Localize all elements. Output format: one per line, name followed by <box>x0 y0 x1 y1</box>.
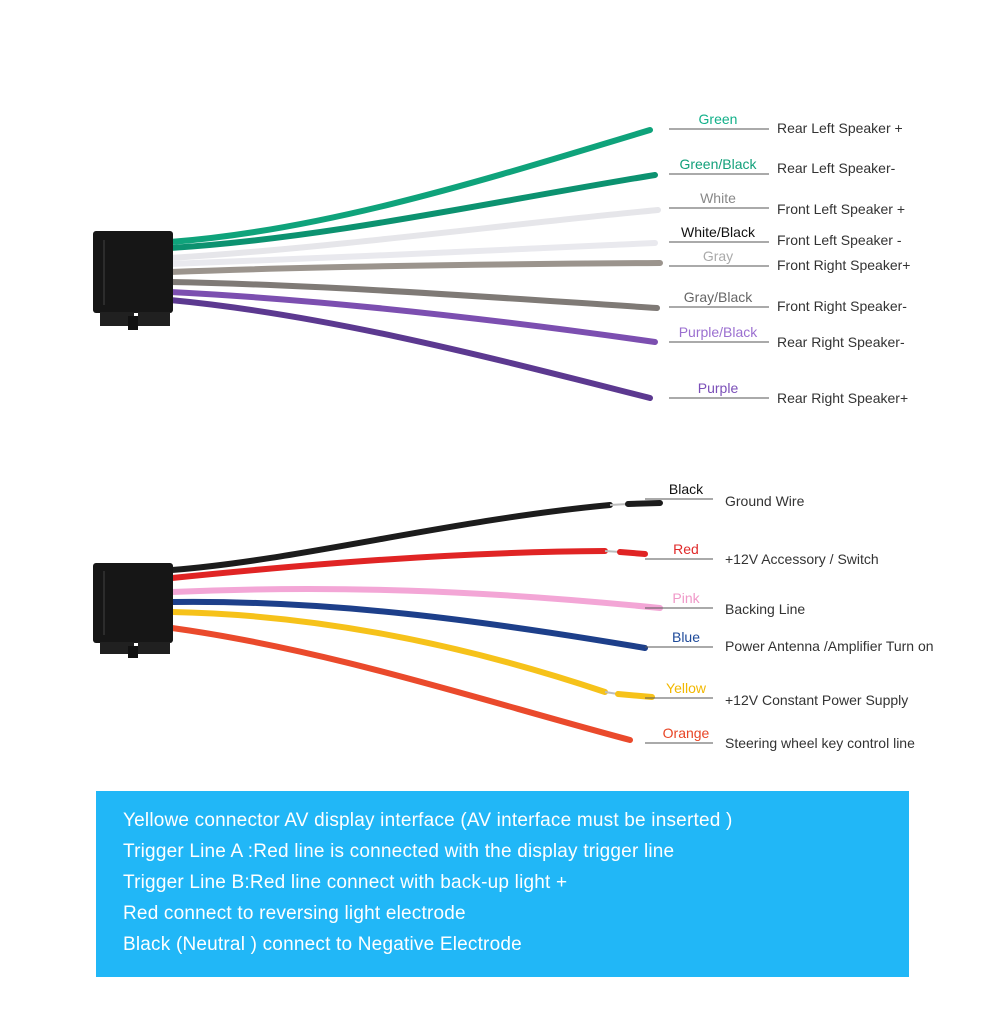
speaker-wire-function-label: Front Left Speaker - <box>777 232 902 248</box>
power-wire-function-label: Backing Line <box>725 601 805 617</box>
note-line: Trigger Line B:Red line connect with bac… <box>123 872 568 893</box>
speaker-wire-color-label: Purple <box>698 380 739 396</box>
notes-panel: Yellowe connector AV display interface (… <box>96 791 909 977</box>
speaker-wire-color-label: White <box>700 190 736 206</box>
power-wire-color-label: Pink <box>672 590 700 606</box>
speaker-wire-function-label: Rear Left Speaker- <box>777 160 896 176</box>
speaker-wire-function-label: Front Left Speaker + <box>777 201 905 217</box>
note-line: Trigger Line A :Red line is connected wi… <box>123 841 675 862</box>
wire-orange <box>169 625 633 743</box>
wire-yellow <box>169 609 608 695</box>
speaker-wire-color-label: Green/Black <box>679 156 757 172</box>
wire-gray-black <box>167 279 660 311</box>
wire-gray <box>167 260 663 275</box>
wire-purple <box>167 297 653 401</box>
speaker-wire-color-label: Purple/Black <box>679 324 759 340</box>
wire-black-tip <box>625 500 663 507</box>
power-wire-color-label: Red <box>673 541 699 557</box>
wire-red <box>169 548 608 581</box>
power-wire-color-label: Black <box>669 481 704 497</box>
wire-black <box>169 502 613 573</box>
wire-blue <box>169 598 648 651</box>
power-wire-color-label: Yellow <box>666 680 707 696</box>
note-line: Yellowe connector AV display interface (… <box>123 810 733 831</box>
wire-red-tip <box>617 549 648 557</box>
wire-white <box>167 207 661 261</box>
speaker-wire-color-label: Green <box>699 111 738 127</box>
power-wires <box>169 500 663 743</box>
speaker-wire-color-label: Gray/Black <box>684 289 753 305</box>
note-line: Black (Neutral ) connect to Negative Ele… <box>123 934 522 955</box>
power-wire-function-label: Ground Wire <box>725 493 805 509</box>
power-wire-function-label: +12V Constant Power Supply <box>725 692 908 708</box>
speaker-connector <box>93 231 173 330</box>
power-wire-color-label: Blue <box>672 629 700 645</box>
note-line: Red connect to reversing light electrode <box>123 903 466 924</box>
power-wire-color-label: Orange <box>663 725 710 741</box>
power-connector <box>93 563 173 658</box>
wire-green-black <box>167 172 658 251</box>
speaker-wire-function-label: Front Right Speaker- <box>777 298 907 314</box>
speaker-wire-function-label: Rear Right Speaker+ <box>777 390 908 406</box>
speaker-wire-function-label: Front Right Speaker+ <box>777 257 910 273</box>
speaker-wire-color-label: Gray <box>703 248 733 264</box>
speaker-wire-function-label: Rear Right Speaker- <box>777 334 905 350</box>
wire-pink <box>169 585 663 611</box>
wire-purple-black <box>167 289 658 345</box>
speaker-wire-color-label: White/Black <box>681 224 756 240</box>
wire-yellow-tip <box>615 691 655 700</box>
speaker-wire-function-label: Rear Left Speaker + <box>777 120 903 136</box>
power-wire-function-label: Power Antenna /Amplifier Turn on <box>725 638 934 654</box>
power-wire-function-label: +12V Accessory / Switch <box>725 551 879 567</box>
power-wire-function-label: Steering wheel key control line <box>725 735 915 751</box>
wire-white-black <box>167 240 658 267</box>
speaker-wires <box>167 127 663 401</box>
wire-green <box>167 127 653 245</box>
